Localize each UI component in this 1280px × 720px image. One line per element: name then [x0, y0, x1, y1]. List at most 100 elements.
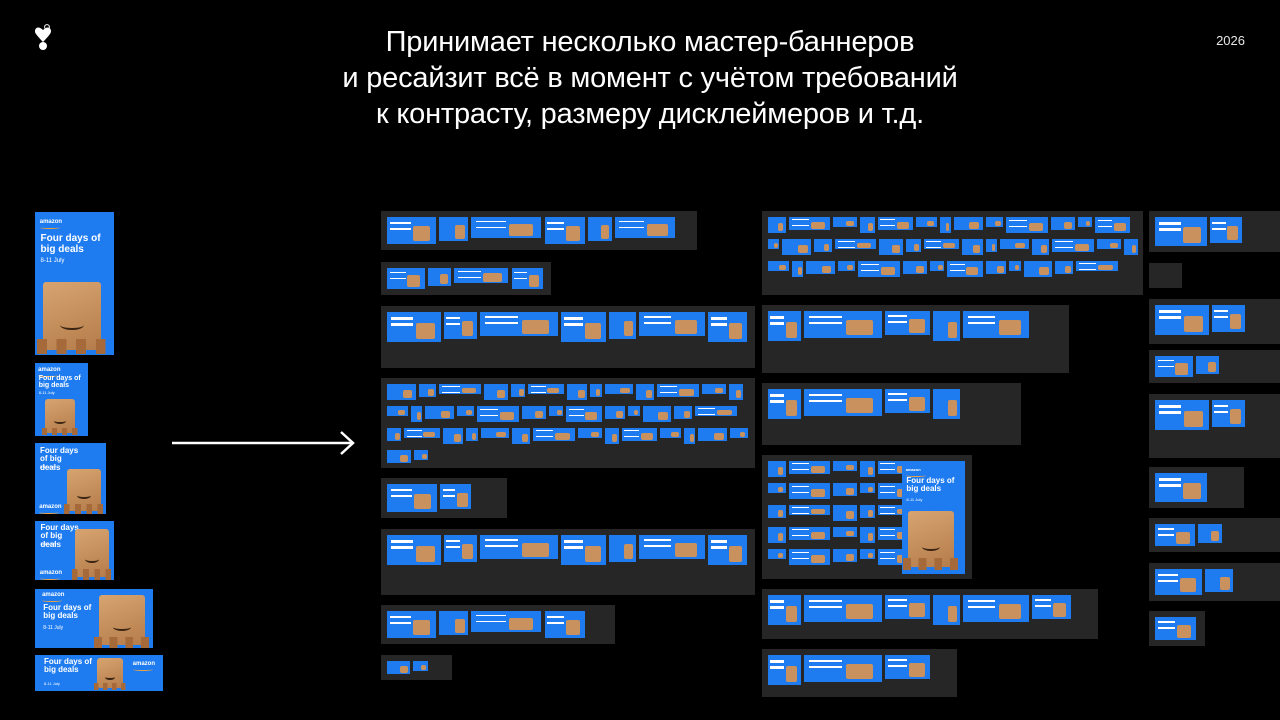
title-line-1: Принимает несколько мастер-баннеров — [385, 26, 915, 58]
resized-banner-thumbnail — [657, 384, 699, 397]
resized-banner-thumbnail — [1155, 305, 1209, 335]
banner-brand: amazon — [132, 661, 155, 671]
banner-dates: 8-11 July — [43, 681, 60, 686]
resized-banner-thumbnail — [1006, 217, 1048, 233]
resized-banner-thumbnail — [1052, 239, 1094, 252]
resize-panel — [381, 529, 755, 595]
resized-banner-thumbnail — [1155, 473, 1208, 502]
resized-banner-thumbnail — [833, 505, 858, 521]
resized-banner-thumbnail — [963, 311, 1029, 338]
resized-banner-thumbnail — [768, 261, 789, 271]
resized-banner-thumbnail — [804, 595, 882, 622]
resized-banner-thumbnail — [860, 505, 875, 518]
resize-panel — [1149, 467, 1244, 508]
resized-banner-thumbnail — [833, 461, 858, 471]
resized-banner-thumbnail — [528, 384, 564, 394]
resized-banner-thumbnail — [609, 312, 636, 339]
resized-banner-thumbnail — [947, 261, 983, 277]
resized-banner-thumbnail — [512, 428, 530, 444]
year-label: 2026 — [1216, 33, 1245, 48]
banner-dates: 8-11 July — [39, 464, 56, 469]
resized-banner-thumbnail — [788, 461, 831, 474]
resized-banner-thumbnail — [1023, 261, 1053, 277]
resized-banner-thumbnail — [604, 428, 619, 444]
resized-banner-thumbnail — [906, 239, 921, 252]
resized-banner-thumbnail — [439, 384, 481, 394]
resized-banner-thumbnail — [387, 406, 408, 416]
banner-title: Four days of big deals — [38, 375, 81, 390]
banner-dates: 8-11 July — [43, 625, 64, 631]
master-banner: Four days of big deals 8-11 July amazon — [35, 655, 163, 691]
banner-brand: amazon — [39, 570, 63, 580]
resized-banner-thumbnail — [404, 428, 440, 438]
banner-brand: amazon — [42, 591, 65, 602]
resized-banner-thumbnail — [1095, 217, 1131, 233]
resized-banner-thumbnail — [414, 450, 429, 460]
resized-banner-thumbnail — [930, 261, 945, 271]
resized-banner-thumbnail — [768, 595, 801, 625]
resized-banner-thumbnail — [1204, 569, 1234, 592]
resized-banner-thumbnail — [604, 406, 626, 419]
resized-banner-thumbnail — [804, 311, 882, 338]
box-character — [37, 282, 107, 355]
resized-banner-thumbnail — [438, 217, 469, 241]
resized-banner-thumbnail — [387, 312, 441, 342]
resized-banner-thumbnail — [708, 535, 747, 565]
resized-banner-thumbnail — [484, 384, 508, 400]
resized-banner-thumbnail — [604, 384, 634, 394]
resized-banner-thumbnail — [387, 484, 438, 512]
resized-banner-thumbnail — [768, 389, 801, 419]
resize-panel — [381, 478, 507, 518]
resized-banner-thumbnail — [590, 384, 602, 397]
resized-banner-thumbnail — [1155, 400, 1209, 430]
resize-panel — [381, 605, 615, 644]
resized-banner-thumbnail — [471, 217, 542, 238]
resize-panel — [1149, 211, 1280, 252]
resized-banner-thumbnail — [698, 428, 727, 441]
box-character — [71, 529, 113, 580]
resize-panel — [762, 211, 1143, 295]
resized-banner-thumbnail — [1123, 239, 1139, 255]
resize-panel — [381, 306, 755, 368]
resized-banner-thumbnail — [456, 406, 475, 416]
resize-panel — [1149, 263, 1182, 288]
box-character — [94, 658, 126, 690]
resized-banner-thumbnail — [425, 406, 454, 419]
resized-banner-thumbnail — [879, 239, 904, 255]
resized-banner-thumbnail — [615, 217, 675, 238]
resized-banner-thumbnail — [885, 311, 930, 335]
resized-banner-thumbnail — [1155, 617, 1197, 640]
resized-banner-thumbnail — [768, 505, 786, 518]
resized-banner-thumbnail — [471, 611, 542, 632]
resized-banner-thumbnail — [1155, 217, 1208, 246]
banner-dates: 8-11 July — [40, 541, 57, 546]
resized-banner-thumbnail — [933, 595, 960, 625]
resized-banner-thumbnail — [1031, 239, 1050, 255]
resized-banner-thumbnail — [566, 406, 602, 422]
banner-title: Four days of big deals — [43, 603, 92, 621]
resized-banner-thumbnail — [387, 611, 436, 638]
banner-brand: amazon — [39, 219, 63, 230]
resized-banner-thumbnail — [387, 268, 425, 289]
resized-banner-thumbnail — [511, 268, 543, 289]
resized-banner-thumbnail — [577, 428, 602, 438]
resize-panel — [1149, 350, 1280, 383]
resized-banner-thumbnail — [985, 261, 1007, 274]
banner-brand: amazon — [905, 466, 926, 477]
resized-banner-thumbnail — [903, 261, 927, 274]
resized-banner-thumbnail — [788, 483, 831, 499]
resized-banner-thumbnail — [511, 384, 526, 397]
resized-banner-thumbnail — [566, 384, 588, 400]
resized-banner-thumbnail — [833, 549, 858, 562]
resized-banner-thumbnail — [440, 484, 472, 509]
banner-brand: amazon — [39, 504, 62, 514]
resized-banner-thumbnail — [544, 611, 585, 638]
resized-banner-thumbnail — [933, 311, 960, 341]
resize-panel — [762, 589, 1098, 639]
resized-banner-thumbnail — [1197, 524, 1222, 543]
resized-banner-thumbnail — [695, 406, 737, 416]
resized-banner-thumbnail — [923, 239, 959, 249]
resized-banner-thumbnail — [561, 535, 606, 565]
banner-title: Four days of big deals — [40, 523, 79, 549]
resized-banner-thumbnail — [768, 549, 786, 559]
